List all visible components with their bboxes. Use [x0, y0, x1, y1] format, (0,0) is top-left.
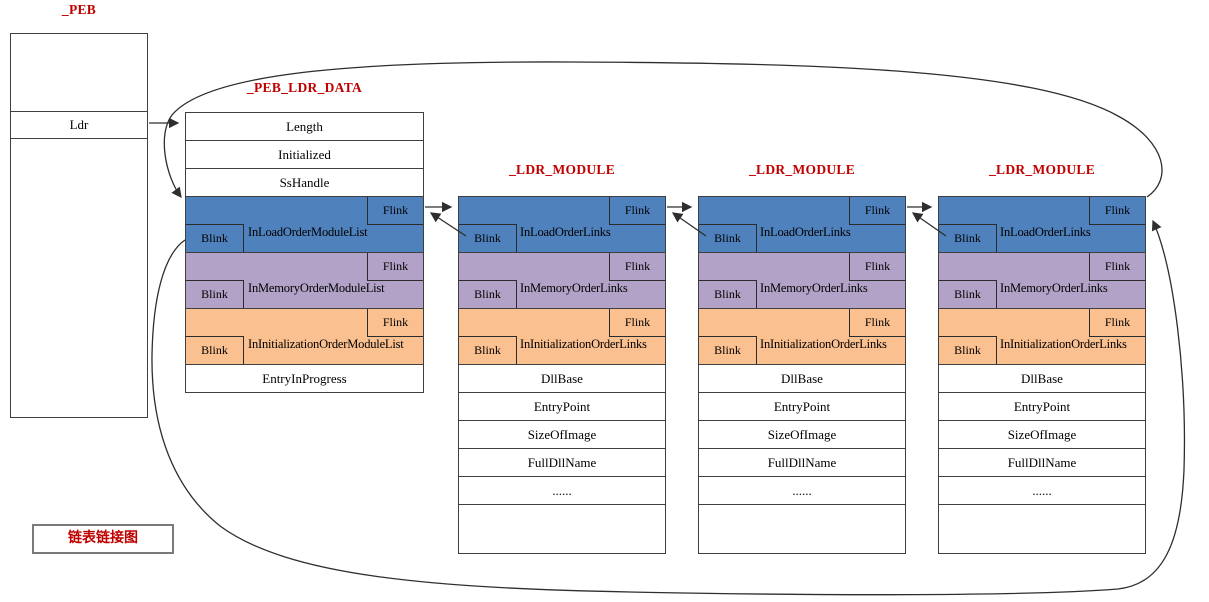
- ldr-module-title: _LDR_MODULE: [748, 162, 856, 177]
- field-inloadorderlinks: Flink Blink InLoadOrderLinks: [459, 197, 665, 252]
- flink-cell: Flink: [609, 197, 665, 225]
- flink-cell: Flink: [849, 309, 905, 337]
- flink-cell: Flink: [367, 197, 423, 225]
- field-empty: [939, 504, 1145, 553]
- field-length: Length: [286, 119, 323, 134]
- peb-row-divider: [11, 138, 147, 139]
- field-sizeofimage: SizeOfImage: [699, 420, 905, 448]
- blink-cell: Blink: [186, 224, 244, 252]
- field-dllbase: DllBase: [459, 364, 665, 392]
- field-inloadorderlinks: Flink Blink InLoadOrderLinks: [939, 197, 1145, 252]
- field-entrypoint: EntryPoint: [939, 392, 1145, 420]
- peb-title: _PEB: [61, 2, 97, 17]
- field-ellipsis: ......: [459, 476, 665, 504]
- field-inloadorderlinks: Flink Blink InLoadOrderLinks: [699, 197, 905, 252]
- field-fulldllname: FullDllName: [939, 448, 1145, 476]
- field-dllbase: DllBase: [939, 364, 1145, 392]
- flink-cell: Flink: [367, 253, 423, 281]
- list-entry-label: InLoadOrderLinks: [520, 225, 611, 239]
- ldr-module-struct-box: Flink Blink InLoadOrderLinks Flink Blink…: [938, 196, 1146, 554]
- peb-ldr-field: Ldr: [69, 117, 89, 132]
- flink-cell: Flink: [1089, 253, 1145, 281]
- list-entry-label: InMemoryOrderModuleList: [248, 281, 385, 295]
- flink-cell: Flink: [367, 309, 423, 337]
- peb-struct-box: Ldr: [10, 33, 148, 418]
- list-entry-label: InMemoryOrderLinks: [1000, 281, 1108, 295]
- list-entry-label: InInitializationOrderModuleList: [248, 337, 404, 351]
- ldr-module-title: _LDR_MODULE: [988, 162, 1096, 177]
- blink-cell: Blink: [939, 224, 997, 252]
- field-sshandle: SsHandle: [186, 168, 423, 196]
- field-dllbase: DllBase: [699, 364, 905, 392]
- field-entrypoint: EntryPoint: [459, 392, 665, 420]
- ldr-module-title: _LDR_MODULE: [508, 162, 616, 177]
- blink-cell: Blink: [939, 336, 997, 364]
- blink-cell: Blink: [186, 280, 244, 308]
- field-sizeofimage: SizeOfImage: [459, 420, 665, 448]
- field-entryinprogress: EntryInProgress: [186, 364, 423, 392]
- field-empty: [459, 504, 665, 553]
- flink-cell: Flink: [609, 309, 665, 337]
- field-inmemoryorderlinks: Flink Blink InMemoryOrderLinks: [939, 252, 1145, 308]
- field-inmemoryorderlinks: Flink Blink InMemoryOrderLinks: [459, 252, 665, 308]
- peb-ldr-data-struct-box: Length Initialized SsHandle Flink Blink …: [185, 112, 424, 393]
- field-initialized: Initialized: [186, 140, 423, 168]
- list-entry-label: InInitializationOrderLinks: [1000, 337, 1127, 351]
- field-empty: [699, 504, 905, 553]
- list-entry-label: InLoadOrderLinks: [760, 225, 851, 239]
- blink-cell: Blink: [186, 336, 244, 364]
- field-ininitializationordermodulelist: Flink Blink InInitializationOrderModuleL…: [186, 308, 423, 364]
- flink-cell: Flink: [1089, 197, 1145, 225]
- list-entry-label: InInitializationOrderLinks: [520, 337, 647, 351]
- field-fulldllname: FullDllName: [699, 448, 905, 476]
- field-inmemoryorderlinks: Flink Blink InMemoryOrderLinks: [699, 252, 905, 308]
- blink-cell: Blink: [699, 336, 757, 364]
- field-fulldllname: FullDllName: [459, 448, 665, 476]
- blink-cell: Blink: [699, 224, 757, 252]
- flink-cell: Flink: [849, 253, 905, 281]
- field-sizeofimage: SizeOfImage: [939, 420, 1145, 448]
- blink-cell: Blink: [459, 224, 517, 252]
- list-entry-label: InLoadOrderModuleList: [248, 225, 368, 239]
- field-inloadordermodulelist: Flink Blink InLoadOrderModuleList: [186, 196, 423, 252]
- ldr-module-struct-box: Flink Blink InLoadOrderLinks Flink Blink…: [458, 196, 666, 554]
- blink-cell: Blink: [939, 280, 997, 308]
- field-ininitializationorderlinks: Flink Blink InInitializationOrderLinks: [459, 308, 665, 364]
- field-ellipsis: ......: [939, 476, 1145, 504]
- flink-cell: Flink: [609, 253, 665, 281]
- blink-cell: Blink: [459, 280, 517, 308]
- list-entry-label: InInitializationOrderLinks: [760, 337, 887, 351]
- field-entrypoint: EntryPoint: [699, 392, 905, 420]
- peb-ldr-data-title: _PEB_LDR_DATA: [246, 80, 363, 95]
- list-entry-label: InMemoryOrderLinks: [520, 281, 628, 295]
- flink-cell: Flink: [849, 197, 905, 225]
- field-inmemoryordermodulelist: Flink Blink InMemoryOrderModuleList: [186, 252, 423, 308]
- blink-cell: Blink: [459, 336, 517, 364]
- field-ininitializationorderlinks: Flink Blink InInitializationOrderLinks: [699, 308, 905, 364]
- field-ellipsis: ......: [699, 476, 905, 504]
- flink-cell: Flink: [1089, 309, 1145, 337]
- ldr-module-struct-box: Flink Blink InLoadOrderLinks Flink Blink…: [698, 196, 906, 554]
- list-entry-label: InLoadOrderLinks: [1000, 225, 1091, 239]
- peb-row-divider: [11, 111, 147, 112]
- list-entry-label: InMemoryOrderLinks: [760, 281, 868, 295]
- field-ininitializationorderlinks: Flink Blink InInitializationOrderLinks: [939, 308, 1145, 364]
- blink-cell: Blink: [699, 280, 757, 308]
- legend-box: 链表链接图: [32, 524, 174, 554]
